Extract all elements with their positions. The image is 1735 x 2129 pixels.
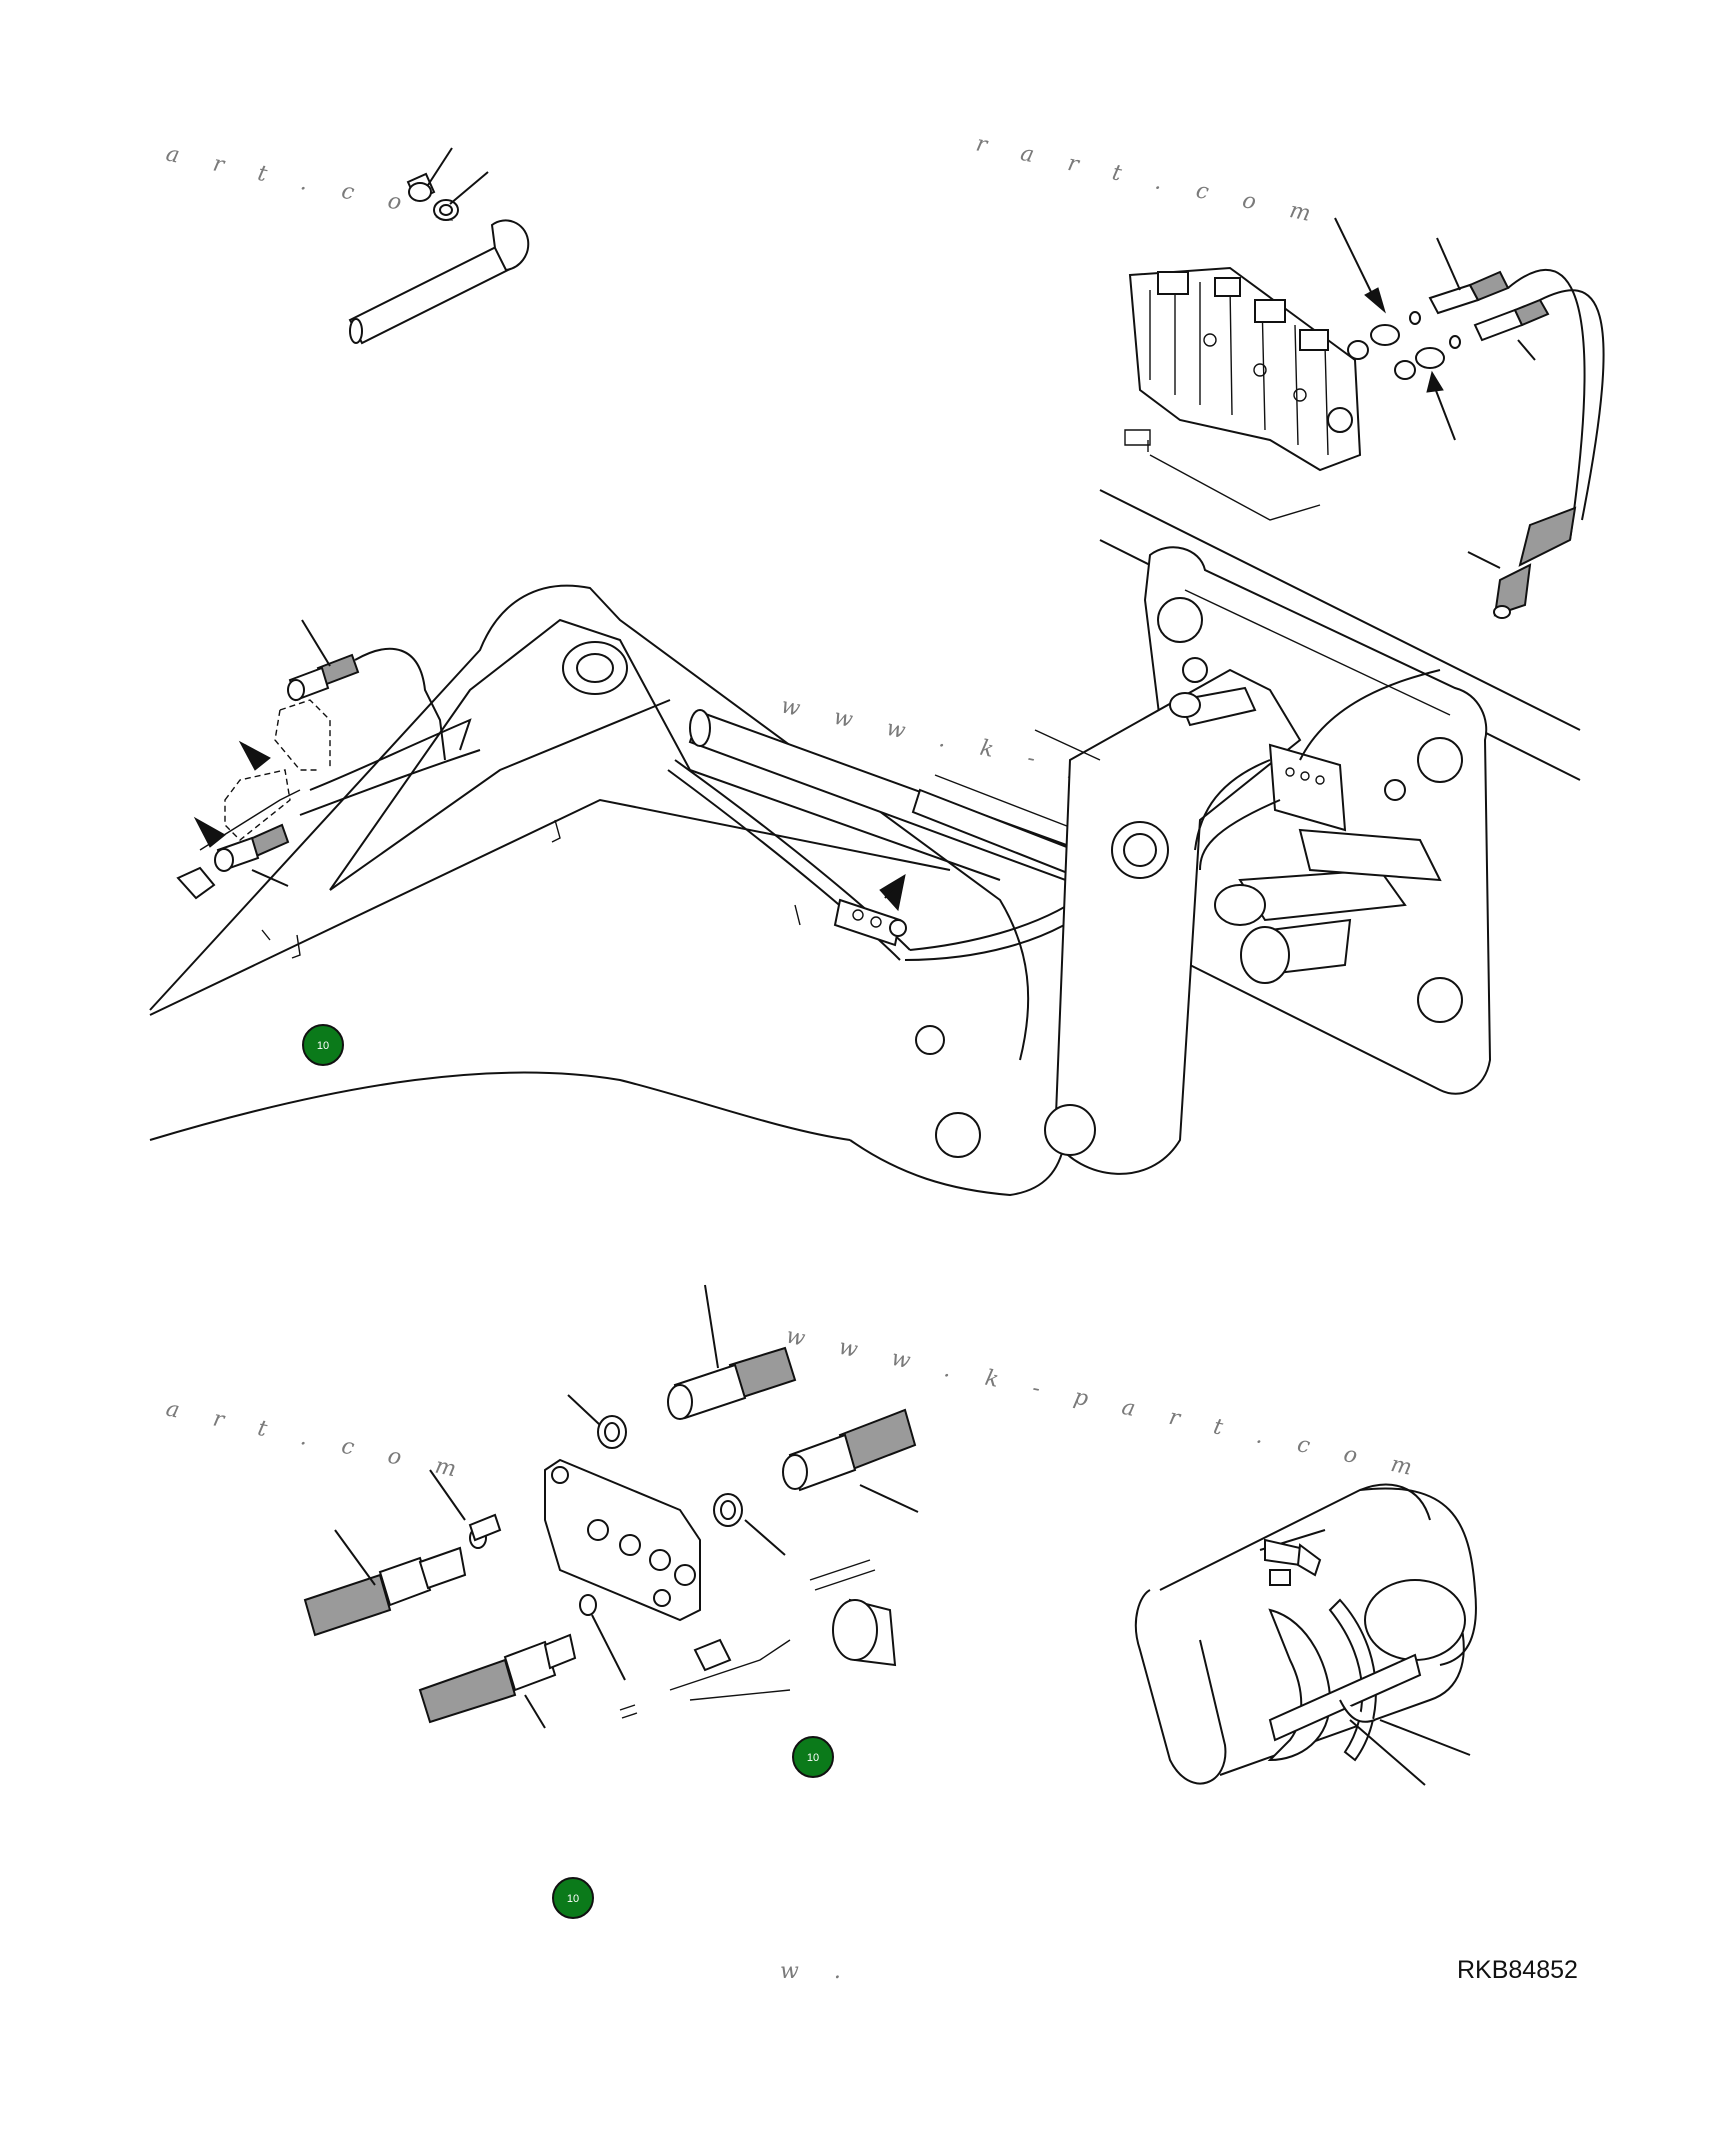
- control-valve-assembly: [1124, 217, 1605, 619]
- boom-hose-detail: [176, 619, 906, 912]
- watermark-2: r a r t . c o m: [974, 131, 1327, 229]
- elbow-fitting-detail: [348, 147, 530, 345]
- watermark-4: a r t . c o m: [164, 1396, 472, 1485]
- svg-text:10: 10: [567, 1893, 579, 1905]
- reference-code: RKB84852: [1457, 1956, 1578, 1984]
- badge-10-b: 10: [792, 1736, 834, 1778]
- watermark-6: w .: [780, 1959, 855, 1984]
- swing-frame: [1034, 489, 1581, 1175]
- badge-10-c: 10: [552, 1877, 594, 1919]
- pipe-clamp-detail: [1134, 1483, 1477, 1786]
- svg-text:10: 10: [317, 1040, 329, 1052]
- svg-text:10: 10: [807, 1752, 819, 1764]
- watermark-5: w w w . k - p a r t . c o m: [784, 1323, 1428, 1483]
- badge-10-a: 10: [302, 1024, 344, 1066]
- hose-bracket-detail: [303, 1284, 919, 1729]
